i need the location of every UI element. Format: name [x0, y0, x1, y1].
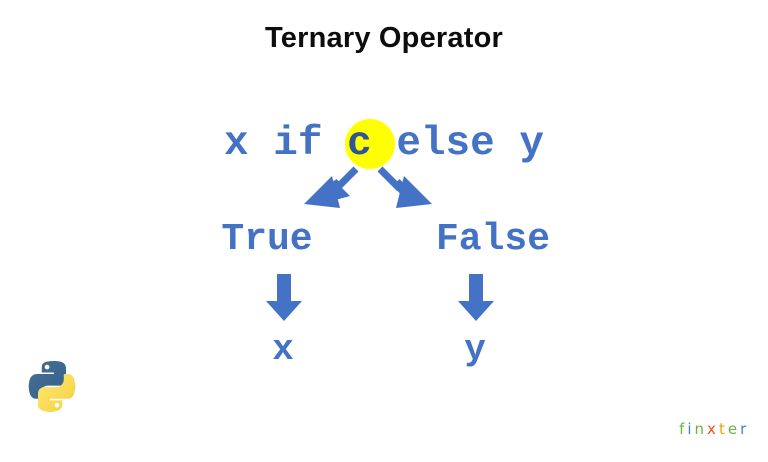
branch-label-true: True — [221, 218, 313, 261]
expression-space-3 — [372, 116, 397, 172]
finxter-letter-i: i — [687, 420, 695, 438]
finxter-letter-e: e — [727, 420, 741, 438]
finxter-letter-f: f — [679, 420, 688, 438]
expression-token-condition: c — [347, 121, 372, 167]
python-logo-icon — [28, 361, 76, 413]
expression-keyword-else: else — [396, 121, 495, 167]
finxter-letter-r: r — [740, 420, 750, 438]
finxter-logo: finxter — [648, 396, 758, 438]
branch-label-false: False — [435, 218, 551, 261]
expression-keyword-if: if — [273, 121, 323, 167]
expression-token-x: x — [224, 121, 249, 167]
finxter-letter-n: n — [694, 420, 708, 438]
expression-space-1 — [249, 116, 274, 172]
expression-space-2 — [322, 116, 347, 172]
condition-highlight-circle — [345, 119, 395, 169]
finxter-letter-t: t — [718, 420, 728, 438]
expression-space-4 — [495, 116, 520, 172]
ternary-expression: x if c else y — [0, 116, 768, 172]
arrow-down-icon-false-branch — [458, 274, 494, 321]
page-title: Ternary Operator — [265, 22, 503, 54]
arrow-down-left-diagonal-icon — [304, 166, 358, 208]
expression-token-y: y — [519, 121, 544, 167]
arrow-down-icon-true-branch — [266, 274, 302, 321]
result-value-true-branch: x — [272, 329, 294, 370]
finxter-letter-x: x — [707, 420, 719, 438]
result-value-false-branch: y — [464, 329, 486, 370]
arrow-down-right-diagonal-icon — [378, 166, 432, 208]
slide-canvas: Ternary Operator x if c else y True Fals… — [0, 22, 768, 438]
